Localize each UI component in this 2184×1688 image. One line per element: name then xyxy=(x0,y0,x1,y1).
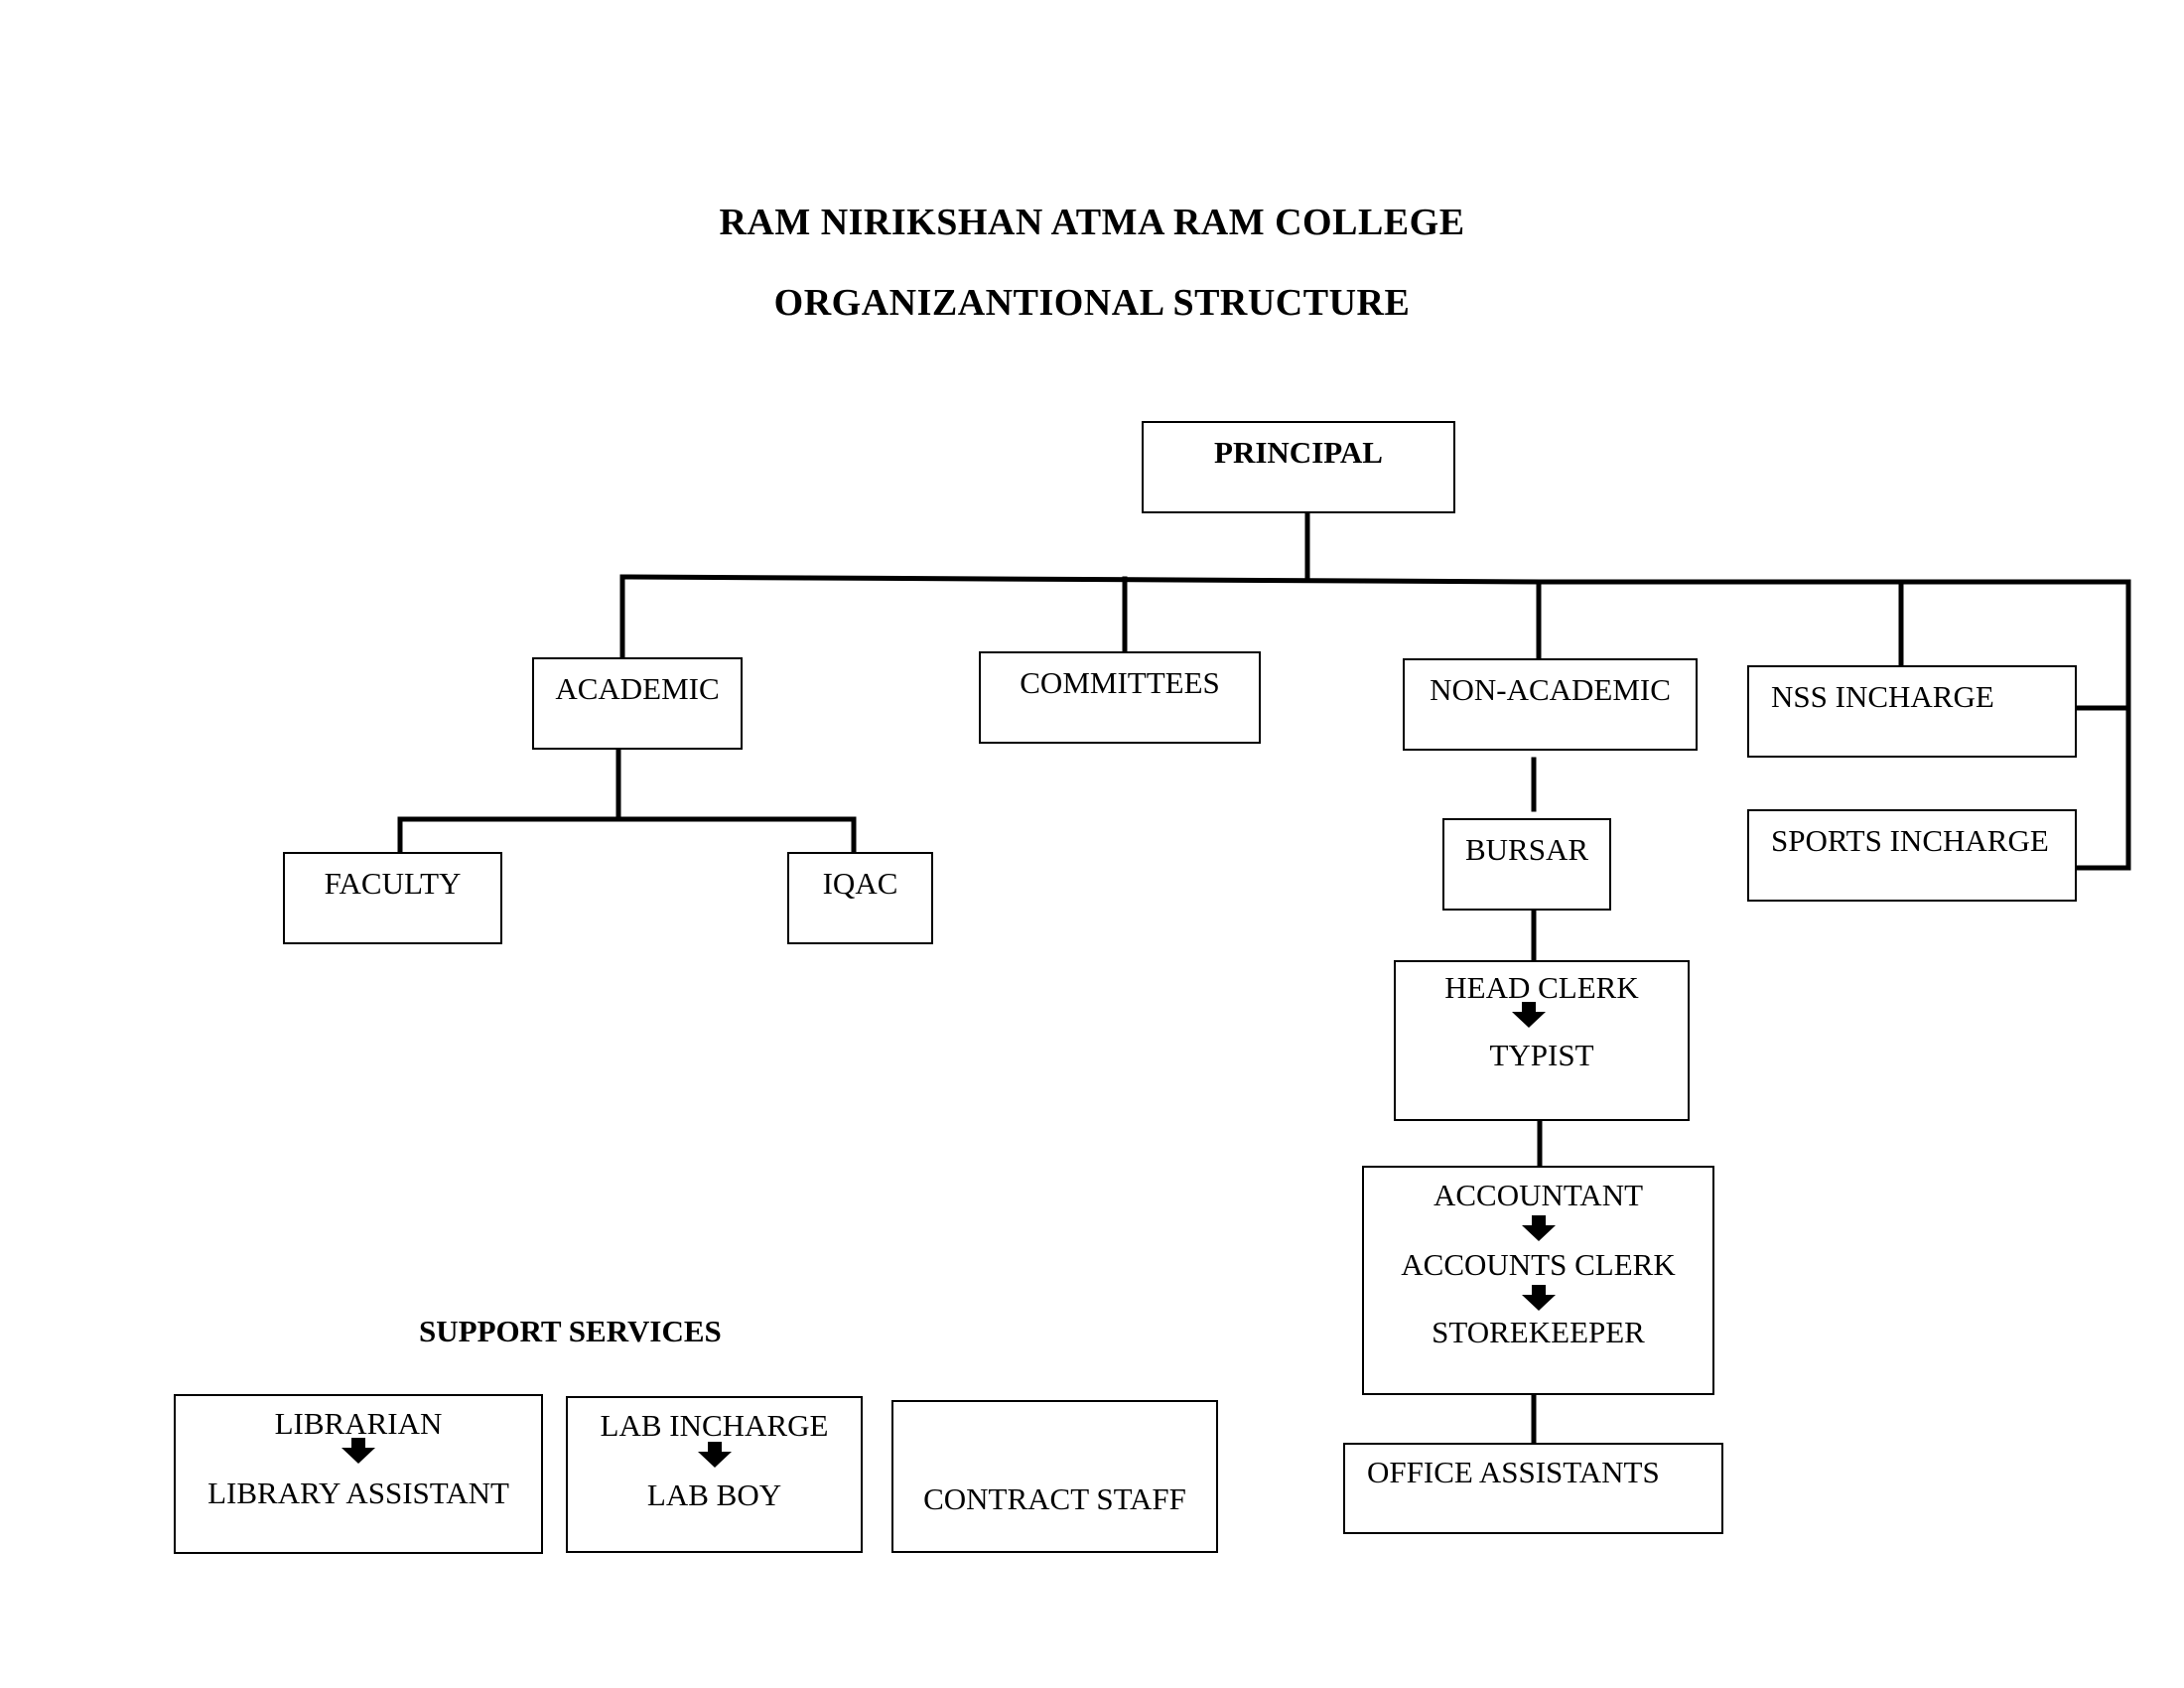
down-arrow-icon xyxy=(1521,1215,1556,1241)
contract-staff-label: CONTRACT STAFF xyxy=(923,1481,1186,1516)
head-clerk-label: HEAD CLERK xyxy=(1444,970,1639,1005)
bursar-box: BURSAR xyxy=(1442,818,1611,911)
iqac-box: IQAC xyxy=(787,852,933,944)
contract-staff-box: CONTRACT STAFF xyxy=(891,1400,1218,1553)
sports-incharge-box: SPORTS INCHARGE xyxy=(1747,809,2077,902)
nss-incharge-label: NSS INCHARGE xyxy=(1771,679,1994,714)
office-assistants-box: OFFICE ASSISTANTS xyxy=(1343,1443,1723,1534)
committees-label: COMMITTEES xyxy=(1020,665,1220,700)
college-title: RAM NIRIKSHAN ATMA RAM COLLEGE xyxy=(719,202,1465,243)
committees-box: COMMITTEES xyxy=(979,651,1261,744)
accounts-clerk-label: ACCOUNTS CLERK xyxy=(1401,1247,1676,1282)
main-horizontal-left xyxy=(619,574,1542,585)
non-academic-box: NON-ACADEMIC xyxy=(1403,658,1698,751)
down-arrow-icon xyxy=(1512,1002,1546,1028)
library-assistant-label: LIBRARY ASSISTANT xyxy=(207,1476,509,1510)
sports-incharge-label: SPORTS INCHARGE xyxy=(1771,823,2049,858)
librarian-box: LIBRARIAN LIBRARY ASSISTANT xyxy=(174,1394,543,1554)
down-arrow-icon xyxy=(1521,1285,1556,1311)
storekeeper-label: STOREKEEPER xyxy=(1432,1315,1645,1349)
academic-label: ACADEMIC xyxy=(555,671,720,706)
academic-box: ACADEMIC xyxy=(532,657,743,750)
down-arrow-icon xyxy=(697,1442,732,1468)
typist-label: TYPIST xyxy=(1489,1038,1594,1072)
accountant-box: ACCOUNTANT ACCOUNTS CLERK STOREKEEPER xyxy=(1362,1166,1714,1395)
head-clerk-box: HEAD CLERK TYPIST xyxy=(1394,960,1690,1121)
librarian-label: LIBRARIAN xyxy=(274,1406,443,1441)
iqac-label: IQAC xyxy=(822,866,898,901)
lab-incharge-box: LAB INCHARGE LAB BOY xyxy=(566,1396,863,1553)
non-academic-label: NON-ACADEMIC xyxy=(1430,672,1671,707)
nss-incharge-box: NSS INCHARGE xyxy=(1747,665,2077,758)
support-services-heading: SUPPORT SERVICES xyxy=(419,1314,722,1348)
down-arrow-icon xyxy=(341,1438,375,1464)
chart-subtitle: ORGANIZANTIONAL STRUCTURE xyxy=(773,282,1411,324)
faculty-box: FACULTY xyxy=(283,852,502,944)
office-assistants-label: OFFICE ASSISTANTS xyxy=(1367,1455,1660,1489)
principal-box: PRINCIPAL xyxy=(1142,421,1455,513)
lab-boy-label: LAB BOY xyxy=(646,1477,782,1512)
lab-incharge-label: LAB INCHARGE xyxy=(600,1408,829,1443)
accountant-label: ACCOUNTANT xyxy=(1433,1178,1644,1212)
principal-label: PRINCIPAL xyxy=(1214,435,1383,470)
bursar-label: BURSAR xyxy=(1464,832,1589,867)
faculty-label: FACULTY xyxy=(324,866,462,901)
